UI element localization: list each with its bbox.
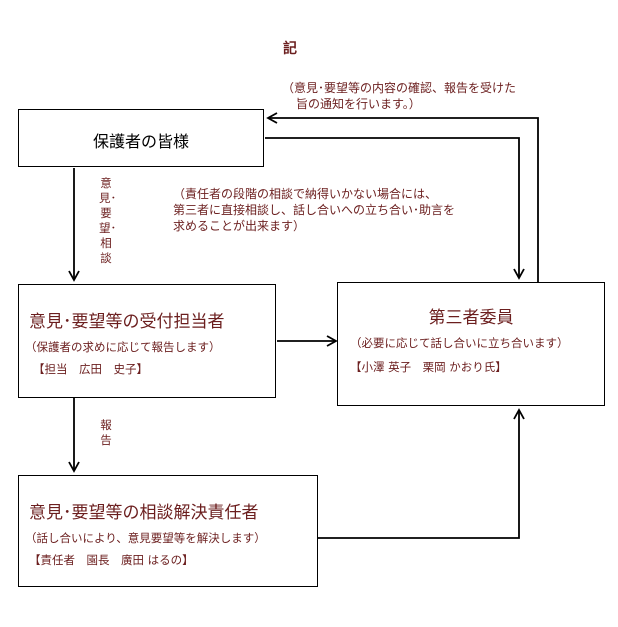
resolver-person: 【責任者 園長 廣田 はるの】 <box>29 553 194 567</box>
arrow-guardians-to-third-party <box>265 137 525 280</box>
note-confirmation: （意見･要望等の内容の確認、報告を受けた 旨の通知を行います。） <box>282 81 517 111</box>
reception-box: 意見･要望等の受付担当者 （保護者の求めに応じて報告します） 【担当 広田 史子… <box>18 284 276 398</box>
page-heading: 記 <box>283 41 297 57</box>
reception-title: 意見･要望等の受付担当者 <box>29 312 225 332</box>
third-party-members: 【小澤 英子 栗岡 かおり氏】 <box>350 360 507 374</box>
note-direct-consultation: （責任者の段階の相談で納得いかない場合には、 第三者に直接相談し、話し合いへの立… <box>173 187 456 233</box>
resolver-box: 意見･要望等の相談解決責任者 （話し合いにより、意見要望等を解決します） 【責任… <box>18 475 318 587</box>
reception-person: 【担当 広田 史子】 <box>33 362 148 376</box>
reception-desc: （保護者の求めに応じて報告します） <box>25 340 221 354</box>
resolver-title: 意見･要望等の相談解決責任者 <box>29 503 259 523</box>
guardians-title: 保護者の皆様 <box>92 132 189 151</box>
arrow-resolver-to-third-party <box>318 408 525 539</box>
label-opinion-request: 意見･要望･相談 <box>99 176 117 265</box>
guardians-box: 保護者の皆様 <box>18 109 264 167</box>
arrow-third-party-to-guardians <box>266 112 539 282</box>
third-party-title: 第三者委員 <box>428 308 514 328</box>
label-report: 報告 <box>100 418 112 447</box>
third-party-box: 第三者委員 （必要に応じて話し合いに立ち合います） 【小澤 英子 栗岡 かおり氏… <box>337 282 605 406</box>
third-party-desc: （必要に応じて話し合いに立ち合います） <box>350 336 569 350</box>
resolver-desc: （話し合いにより、意見要望等を解決します） <box>25 531 266 545</box>
